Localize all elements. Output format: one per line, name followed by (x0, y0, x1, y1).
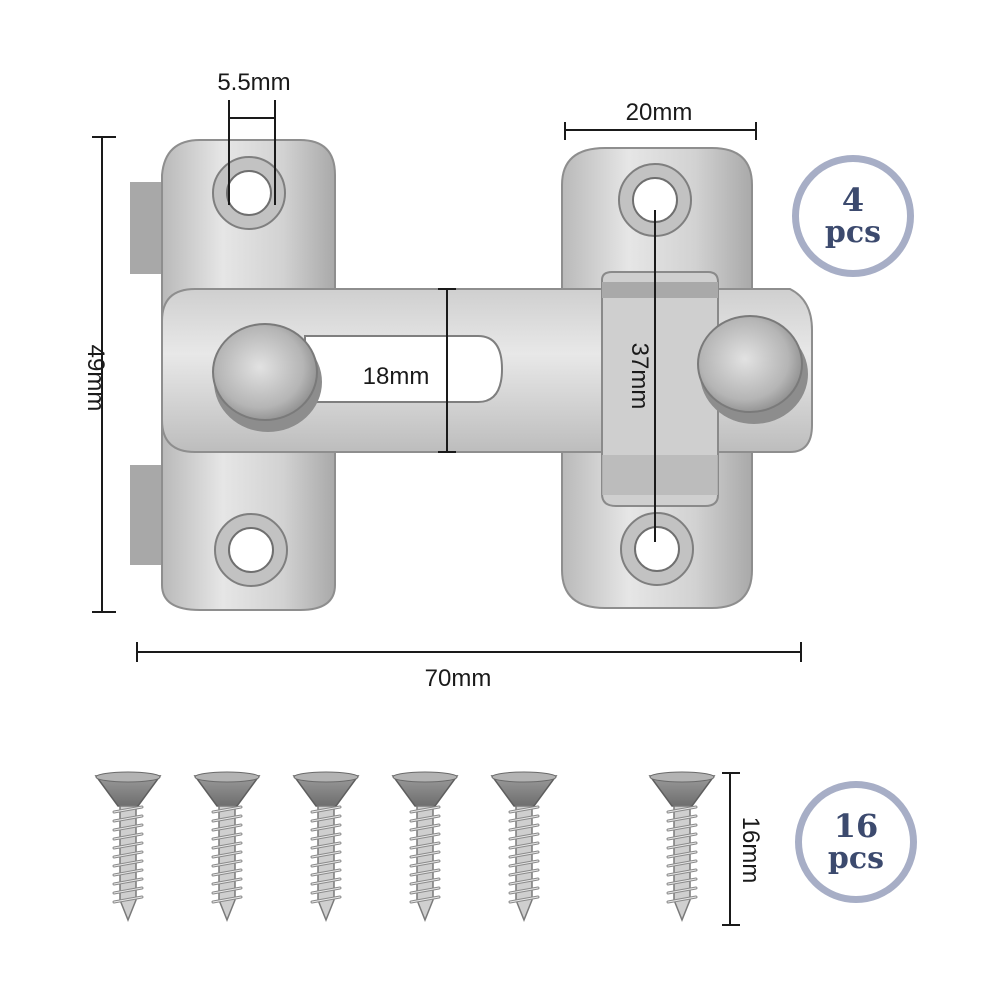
keeper-hook-lower (602, 455, 718, 495)
screw (490, 771, 558, 923)
keeper-hook (601, 271, 719, 507)
keeper-hook-shadow (602, 282, 718, 298)
right-bottom-hole (634, 526, 680, 572)
screw-quantity-unit: pcs (827, 841, 885, 876)
latch-quantity-badge: 4 pcs (792, 155, 914, 277)
latch-quantity-count: 4 (841, 181, 865, 219)
label-total-length: 70mm (425, 665, 492, 692)
label-slot-width: 18mm (363, 363, 430, 390)
left-knob (212, 323, 322, 432)
right-knob (697, 315, 808, 424)
screw (391, 771, 459, 923)
left-bent-tab-bottom (130, 465, 164, 565)
label-hole-diameter: 5.5mm (217, 69, 290, 96)
screw (193, 771, 261, 923)
screw (292, 771, 360, 923)
label-height: 49mm (82, 345, 109, 412)
latch-quantity-unit: pcs (824, 215, 882, 250)
screw-quantity-count: 16 (833, 807, 879, 845)
screw (648, 771, 716, 923)
label-screw-length: 16mm (737, 817, 764, 884)
left-top-hole (226, 170, 272, 216)
left-bent-tab-top (130, 182, 164, 274)
screw (94, 771, 162, 923)
screw-quantity-badge: 16 pcs (795, 781, 917, 903)
left-bottom-hole (228, 527, 274, 573)
label-keeper-spacing: 37mm (626, 343, 653, 410)
bar-slot (304, 335, 504, 403)
label-plate-width: 20mm (626, 99, 693, 126)
dimension-lines (92, 100, 802, 926)
screw-set (94, 771, 716, 923)
